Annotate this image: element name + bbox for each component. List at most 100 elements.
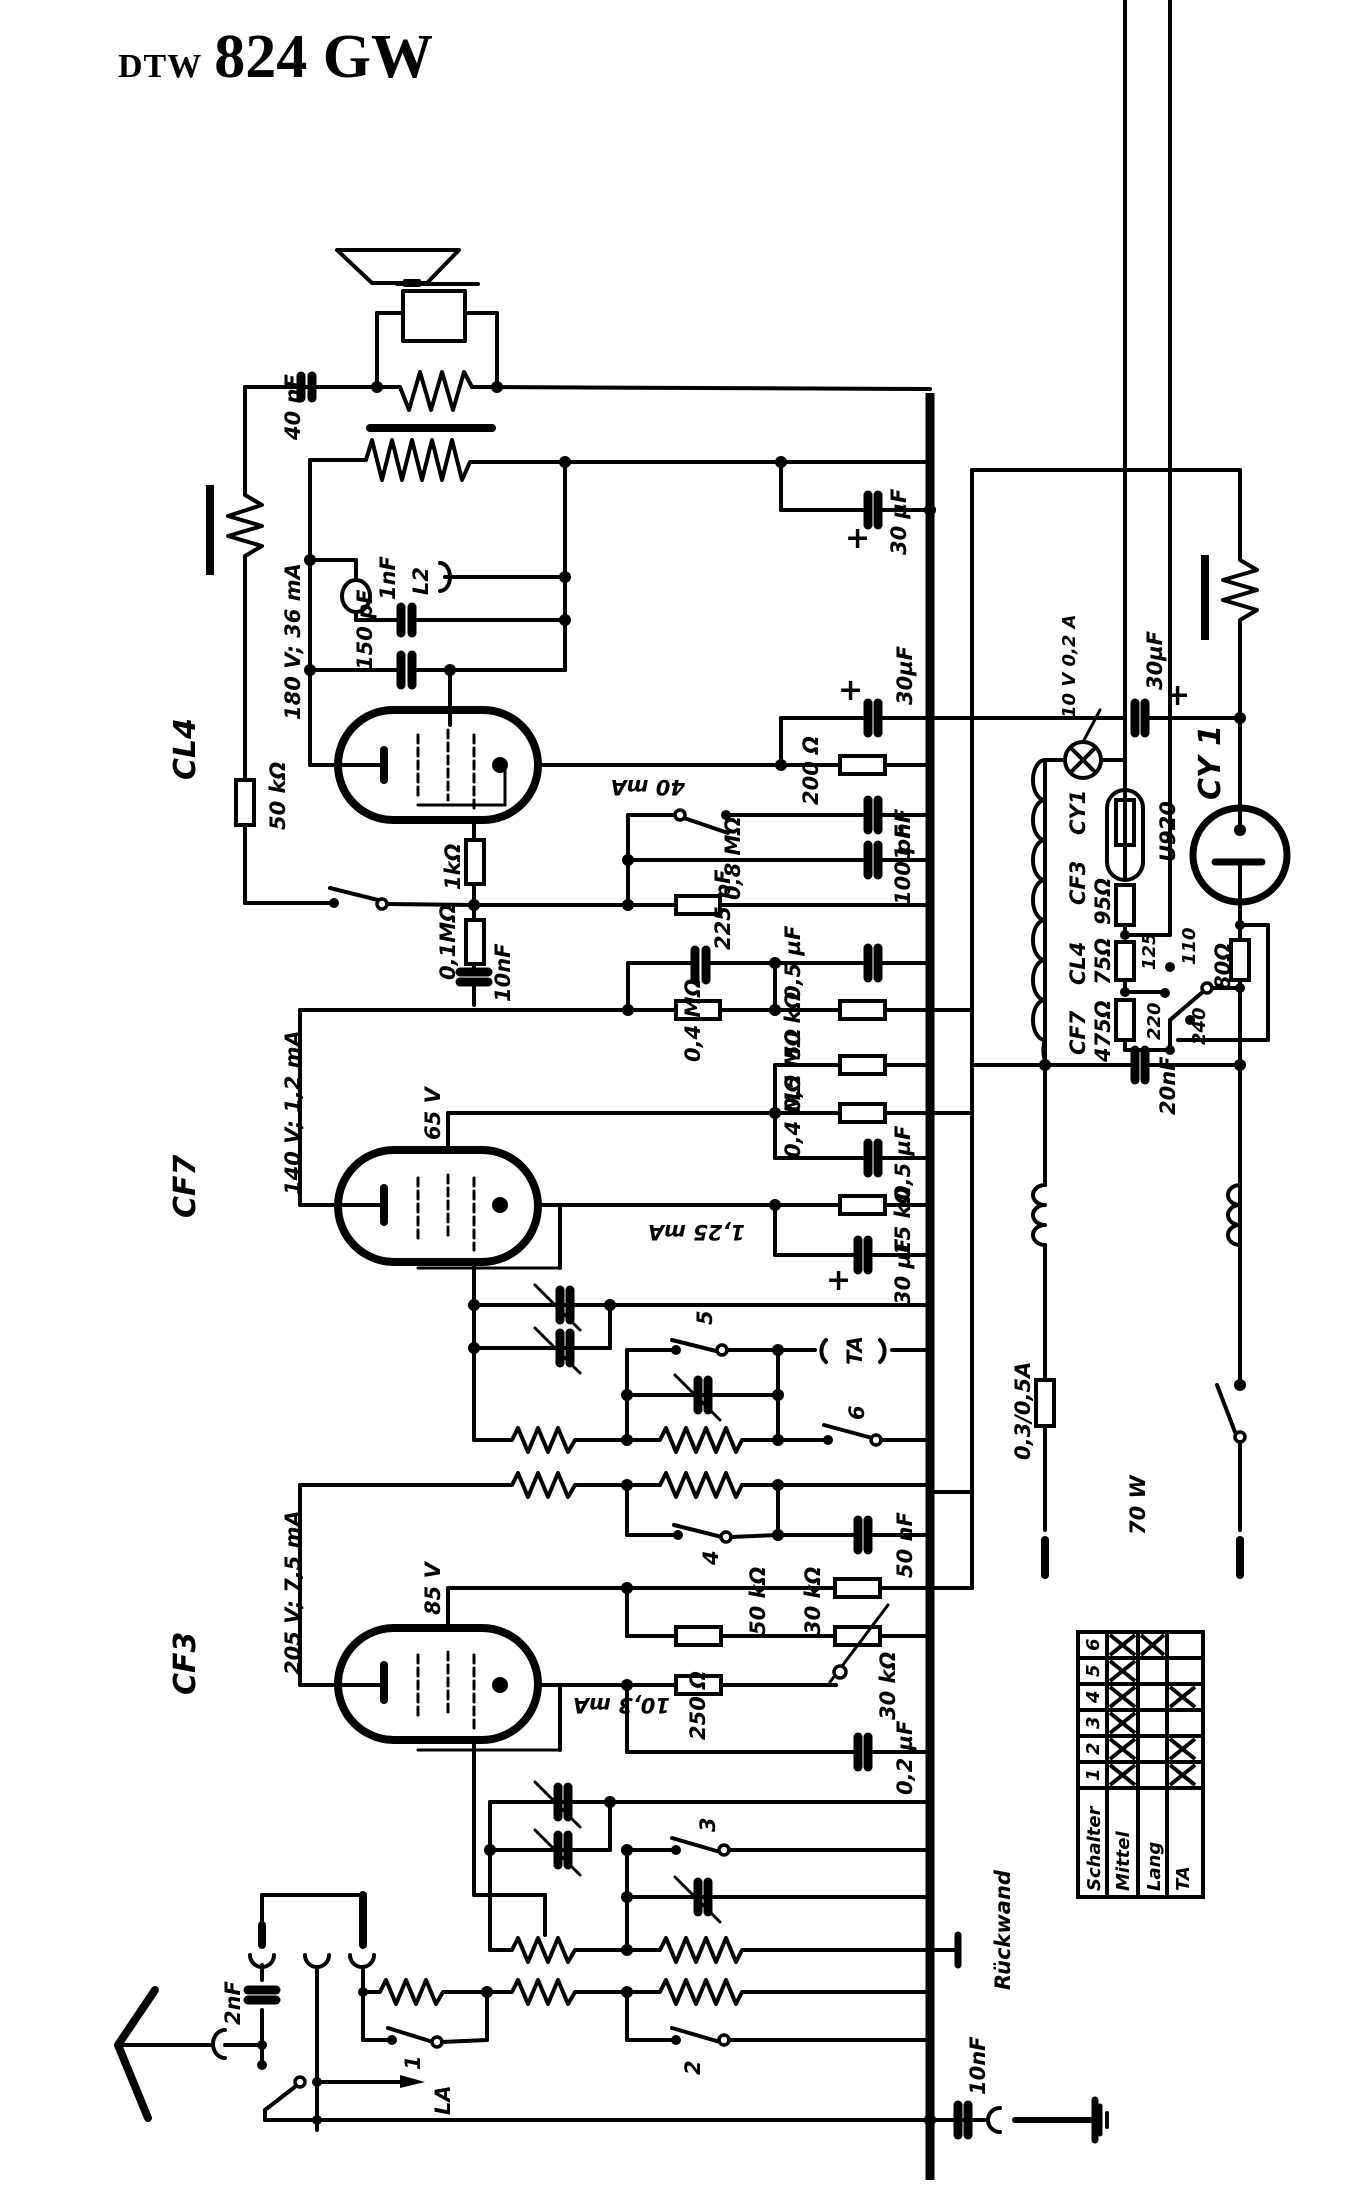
label-50k-c: 50 kΩ (746, 1566, 770, 1635)
switch-table-row-label: TA (1173, 1866, 1194, 1891)
title-model: 824 GW (214, 23, 433, 91)
capacitor-100pf: 100 pF (626, 824, 932, 905)
label-08m: 0,8 MΩ (721, 817, 745, 900)
label-05m: 0,5 MΩ (781, 1029, 805, 1112)
label-100pf: 100 pF (891, 824, 915, 905)
switch-tone[interactable] (622, 808, 731, 907)
label-ta: TA (843, 1336, 867, 1365)
label-tap-110: 110 (1179, 927, 1200, 965)
heater-chain: CF7 CL4 CF3 CY1 10 V 0,2 A U920 95Ω 75Ω … (970, 0, 1246, 1115)
capacitor-05uf-a: 0,5 µF (769, 925, 932, 1000)
label-225pf: 225 pF (711, 869, 735, 950)
label-cl4-cathode-current: 40 mA (610, 775, 686, 799)
capacitor-1nf-top: 1nF (308, 555, 567, 638)
switch-table-number: 2 (1083, 1742, 1104, 1755)
capacitor-30uf-filter-a: + 30 µF (779, 460, 936, 556)
label-heater-cf3: CF3 (1066, 861, 1090, 905)
capacitor-150pf: 150 pF (308, 589, 567, 727)
switch-table-header: Schalter (1084, 1805, 1105, 1891)
speaker-icon (335, 248, 499, 389)
feedback-capacitor-40nf: 40 nF (243, 371, 317, 489)
label-1nf-top: 1nF (376, 555, 400, 600)
switch-table-mark (1108, 1763, 1137, 1787)
cf7-cathode-network: 1,25 mA 15 kΩ + 30 µF (416, 1186, 932, 1305)
switch-table-mark (1108, 1737, 1137, 1761)
label-cf3-cathode-current: 10,3 mA (573, 1693, 670, 1717)
label-tap-125: 125 (1139, 932, 1160, 970)
switch-table-mark (1168, 1685, 1197, 1709)
label-40nf: 40 nF (281, 374, 305, 441)
plus-sign-2: + (838, 673, 863, 708)
label-05uf-b: 0,5 µF (891, 1125, 915, 1200)
resistor-50k-top: 50 kΩ (234, 643, 334, 905)
resistor-200: 200 Ω (775, 736, 932, 805)
label-250ohm: 250 Ω (686, 1671, 710, 1740)
capacitor-30uf-cathode: + 30µF (779, 645, 974, 767)
label-cf7-screen: 65 V (421, 1085, 445, 1140)
cf3-screen-network: 50 kΩ 30 kΩ (446, 1490, 974, 1684)
label-30k-a: 30 kΩ (801, 1566, 825, 1635)
mains-input: 0,3/0,5A 70 W (1011, 1063, 1247, 1579)
label-cf3-screen: 85 V (421, 1560, 445, 1615)
label-cf7-anode: 140 V; 1,2 mA (281, 1030, 305, 1195)
cf3-cathode-network: 10,3 mA 250 Ω 30 kΩ 0,2 µF (416, 1651, 932, 1795)
switch-table-mark (1108, 1711, 1137, 1735)
plus-sign: + (845, 521, 870, 556)
switch-table-number: 1 (1083, 1768, 1104, 1781)
cf7-grid-tuning: 5 TA 6 (468, 1260, 932, 1454)
label-tube-cl4: CL4 (168, 718, 203, 780)
switch-table-row-label: Lang (1144, 1842, 1165, 1891)
capacitor-225pf: 225 pF (626, 869, 777, 985)
label-30uf-ps: 30µF (1143, 630, 1167, 690)
switch-table-number: 3 (1083, 1716, 1104, 1729)
switch-table-mark (1108, 1685, 1137, 1709)
label-475ohm: 475Ω (1091, 1000, 1115, 1063)
switch-table-mark (1168, 1763, 1197, 1787)
label-30uf-a: 30 µF (887, 488, 911, 555)
label-switch-5: 5 (693, 1310, 717, 1325)
label-150pf: 150 pF (353, 589, 377, 670)
label-tube-cf3: CF3 (168, 1632, 203, 1695)
label-200ohm: 200 Ω (799, 736, 823, 805)
switch-table-row-label: Mittel (1113, 1831, 1134, 1891)
label-switch-1: 1 (401, 2055, 425, 2070)
capacitor-1nf: 1 nF (726, 795, 932, 860)
chassis-ground: 10nF Rückwand (924, 1869, 1109, 2144)
power-supply: + 30µF CY 1 80Ω (928, 468, 1291, 1317)
switch-tone-left[interactable] (328, 886, 476, 911)
switch-table-number: 6 (1083, 1638, 1104, 1651)
label-10nf-gnd: 10nF (966, 2036, 990, 2095)
label-2nf: 2nF (221, 1980, 245, 2025)
label-95ohm: 95Ω (1091, 878, 1115, 925)
plus-sign-3: + (826, 1263, 851, 1298)
label-1nf: 1 nF (891, 808, 915, 860)
label-heater-cy1: CY1 (1066, 790, 1090, 835)
cf3-anode-coupling: 4 50 nF (298, 1471, 932, 1578)
variable-capacitor-icon (533, 1283, 582, 1375)
resistor-08m: 0,8 MΩ (476, 817, 932, 916)
label-50k-top: 50 kΩ (266, 761, 290, 830)
label-04m-b: 0,4 MΩ (781, 1075, 805, 1158)
switch-table-mark (1108, 1659, 1137, 1683)
label-fuse: 0,3/0,5A (1011, 1362, 1035, 1460)
label-la: LA (431, 2085, 455, 2115)
switch-table-mark (1108, 1633, 1137, 1657)
label-tube-cy1: CY 1 (1193, 725, 1228, 800)
tone-resistor (206, 485, 264, 647)
label-30k-pot: 30 kΩ (876, 1651, 900, 1720)
switch-table-number: 4 (1083, 1690, 1104, 1704)
resistor-50k-b: 50 kΩ (769, 961, 974, 1060)
cl4-grid-network: 1kΩ 0,1MΩ 10nF (436, 818, 515, 1007)
label-50k-b: 50 kΩ (781, 991, 805, 1060)
label-switch-2: 2 (681, 2060, 705, 2075)
label-30uf-c: 30 µF (891, 1238, 915, 1305)
label-tap-240: 240 (1189, 1007, 1210, 1045)
label-cf7-cathode-current: 1,25 mA (648, 1220, 745, 1244)
label-30uf-b: 30µF (893, 645, 917, 705)
label-04m-a: 0,4 MΩ (681, 979, 705, 1062)
label-switch-4: 4 (699, 1550, 723, 1566)
label-75ohm: 75Ω (1091, 938, 1115, 985)
